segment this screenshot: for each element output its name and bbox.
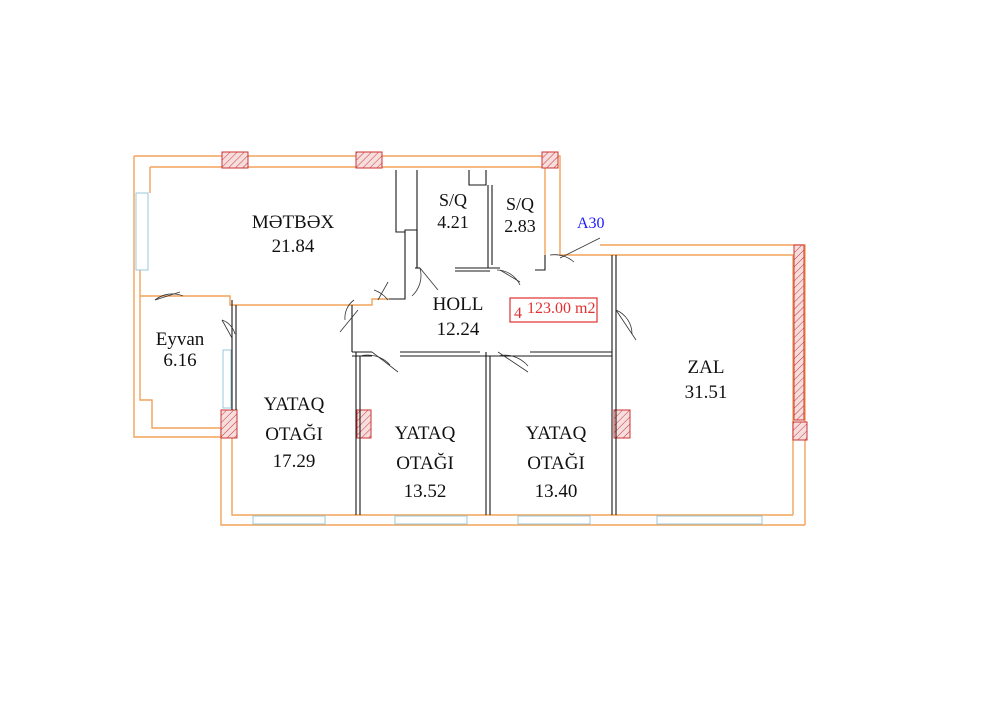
outer-walls [133, 155, 806, 526]
hall-area: 12.24 [437, 319, 480, 340]
kitchen-left-window [135, 192, 149, 271]
storage2-name: S/Q [506, 194, 534, 214]
bedroom1-area: 17.29 [273, 451, 316, 472]
apartment-number: 4 [514, 305, 522, 322]
bedroom2-name-line1: YATAQ [395, 423, 456, 444]
living-room-name: ZAL [688, 357, 725, 378]
bedroom2-window [394, 515, 468, 525]
bedroom2-area: 13.52 [404, 481, 447, 502]
bedroom3-name-line2: OTAĞI [527, 452, 585, 474]
room-labels: MƏTBƏX 21.84 S/Q 4.21 S/Q 2.83 HOLL 12.2… [156, 190, 728, 502]
balcony-area: 6.16 [163, 350, 196, 371]
balcony-window [222, 349, 232, 409]
bedroom1-window [252, 515, 326, 525]
bedroom3-name-line1: YATAQ [526, 423, 587, 444]
balcony-name: Eyvan [156, 329, 205, 350]
hall-window [656, 515, 763, 525]
storage2-area: 2.83 [504, 216, 536, 236]
living-room-area: 31.51 [685, 382, 728, 403]
bedroom3-area: 13.40 [535, 481, 578, 502]
storage1-area: 4.21 [437, 212, 469, 232]
hall-name: HOLL [433, 294, 484, 315]
door-marker: A30 [577, 215, 605, 232]
windows [135, 192, 763, 525]
bedroom2-name-line2: OTAĞI [396, 452, 454, 474]
inner-walls [231, 170, 617, 515]
apartment-tag: 4 123.00 m2 [509, 297, 598, 323]
kitchen-name: MƏTBƏX [252, 212, 335, 233]
kitchen-area: 21.84 [272, 236, 315, 257]
columns [220, 151, 808, 441]
bedroom1-name-line2: OTAĞI [265, 423, 323, 445]
storage1-name: S/Q [439, 190, 467, 210]
apartment-area: 123.00 m2 [527, 300, 595, 317]
bedroom1-name-line1: YATAQ [264, 394, 325, 415]
bedroom3-window [517, 515, 591, 525]
doors [154, 237, 637, 373]
